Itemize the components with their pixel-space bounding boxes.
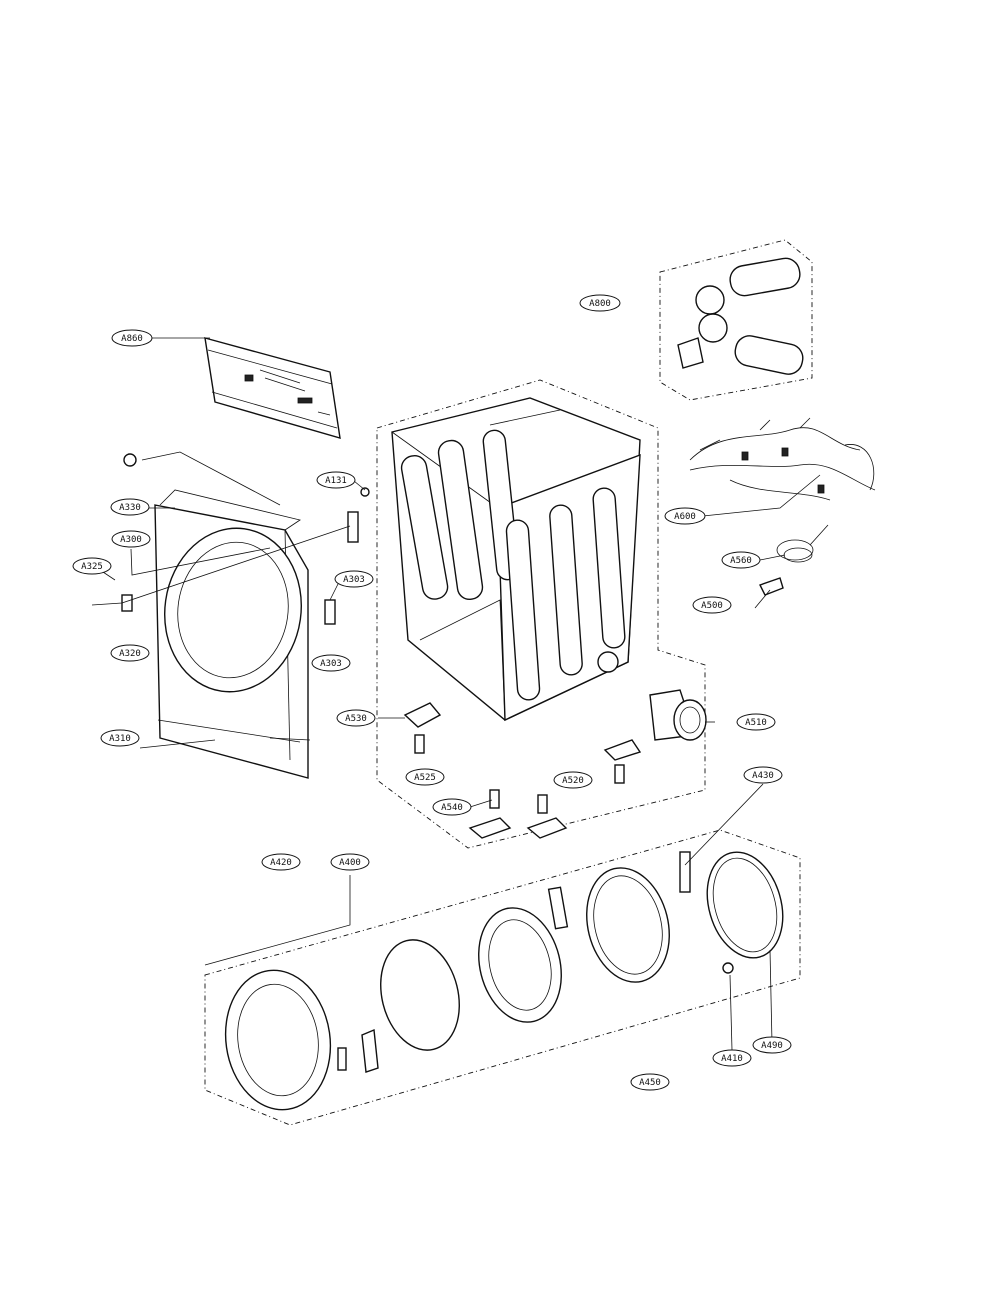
- hose-kit: [677, 257, 804, 375]
- label-a450: A450: [630, 1073, 670, 1091]
- label-a600: A600: [664, 507, 706, 525]
- svg-text:A410: A410: [721, 1054, 743, 1064]
- label-a560: A560: [721, 551, 761, 569]
- cabinet-group-boundary: [376, 379, 706, 849]
- svg-text:A860: A860: [121, 334, 143, 344]
- svg-text:A303: A303: [343, 575, 365, 585]
- label-a525: A525: [405, 768, 445, 786]
- label-a530: A530: [336, 709, 376, 727]
- label-a860: A860: [111, 329, 153, 347]
- label-a303-upper: A303: [334, 570, 374, 588]
- svg-text:A520: A520: [562, 776, 584, 786]
- svg-text:A800: A800: [589, 299, 611, 309]
- svg-text:A540: A540: [441, 803, 463, 813]
- door-assembly: [224, 851, 784, 1111]
- label-a490: A490: [752, 1036, 792, 1054]
- svg-text:A320: A320: [119, 649, 141, 659]
- label-a310: A310: [100, 729, 140, 747]
- leveling-legs: [403, 702, 642, 839]
- control-panel: [204, 337, 341, 439]
- label-a430: A430: [743, 766, 783, 784]
- wire-harness: [689, 417, 876, 501]
- svg-text:A500: A500: [701, 601, 723, 611]
- label-a500: A500: [692, 596, 732, 614]
- label-a520: A520: [553, 771, 593, 789]
- front-panel: [121, 453, 370, 779]
- label-a420: A420: [261, 853, 301, 871]
- label-a320: A320: [110, 644, 150, 662]
- label-a510: A510: [736, 713, 776, 731]
- svg-text:A525: A525: [414, 773, 436, 783]
- svg-text:A600: A600: [674, 512, 696, 522]
- svg-text:A560: A560: [730, 556, 752, 566]
- svg-text:A310: A310: [109, 734, 131, 744]
- label-a400: A400: [330, 853, 370, 871]
- label-a303-lower: A303: [311, 654, 351, 672]
- svg-text:A430: A430: [752, 771, 774, 781]
- label-a325: A325: [72, 557, 112, 575]
- svg-text:A450: A450: [639, 1078, 661, 1088]
- hose-kit-boundary: [659, 239, 813, 401]
- svg-text:A530: A530: [345, 714, 367, 724]
- svg-text:A330: A330: [119, 503, 141, 513]
- svg-text:A303: A303: [320, 659, 342, 669]
- svg-text:A131: A131: [325, 476, 347, 486]
- label-a540: A540: [432, 798, 472, 816]
- cabinet: [391, 397, 641, 722]
- assembly-boundaries: [204, 239, 813, 1126]
- label-a800: A800: [579, 294, 621, 312]
- svg-text:A300: A300: [120, 535, 142, 545]
- label-a330: A330: [110, 498, 150, 516]
- svg-text:A420: A420: [270, 858, 292, 868]
- leader-lines: [91, 337, 821, 1051]
- svg-text:A510: A510: [745, 718, 767, 728]
- label-a131: A131: [316, 471, 356, 489]
- exhaust-duct: [649, 689, 707, 741]
- label-a410: A410: [712, 1049, 752, 1067]
- callout-labels: A860 A800 A131 A600 A330 A300 A325 A303: [72, 294, 792, 1091]
- svg-text:A490: A490: [761, 1041, 783, 1051]
- svg-text:A325: A325: [81, 562, 103, 572]
- power-cord: [754, 524, 829, 609]
- svg-text:A400: A400: [339, 858, 361, 868]
- label-a300-upper: A300: [111, 530, 151, 548]
